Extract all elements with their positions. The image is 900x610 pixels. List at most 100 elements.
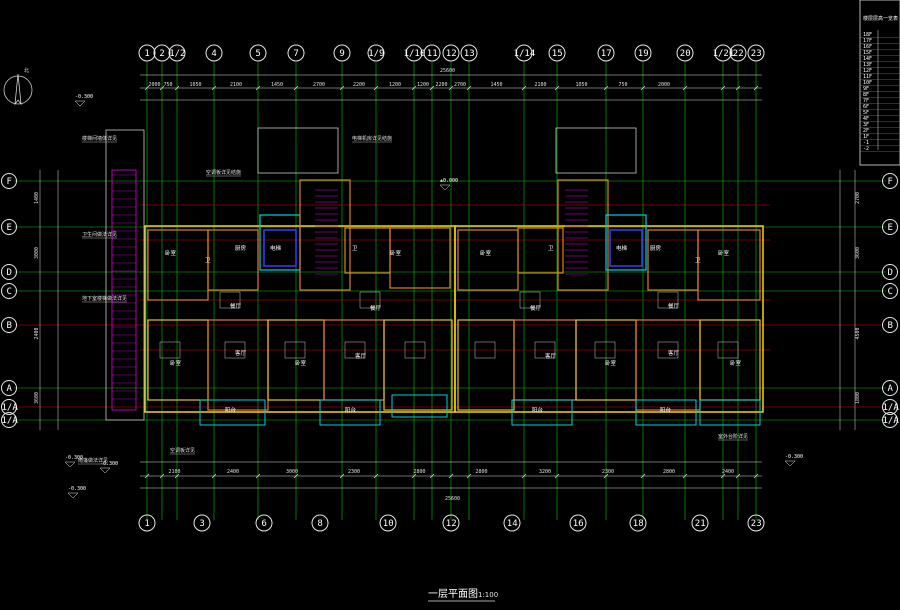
- annotation-note: 空调板详见: [170, 447, 195, 454]
- furniture-block: [159, 341, 181, 359]
- axis-bubble-circle: [423, 44, 441, 62]
- dimension-text-right: 1800: [855, 392, 861, 404]
- axis-bubble-top: 23: [747, 44, 765, 62]
- dimension-tick: [603, 473, 609, 479]
- axis-bubble-left: D: [1, 264, 17, 280]
- level-table-row: 3F: [863, 122, 869, 128]
- level-table-row: 9F: [863, 86, 869, 92]
- room-label: 餐厅: [530, 304, 542, 312]
- dimension-text-left: 3000: [34, 247, 40, 259]
- level-table-row: 7F: [863, 98, 869, 104]
- roof-outline: [257, 127, 339, 174]
- dimension-text-top: 2000: [658, 82, 670, 88]
- level-table-rows: 18F17F16F15F14F13F12F11F10F9F8F7F6F5F4F3…: [860, 32, 900, 152]
- axis-bubble-label: 21: [695, 519, 706, 529]
- axis-bubble-label: E: [7, 223, 12, 233]
- dimension-tick: [640, 473, 646, 479]
- axis-bubble-label: 1/A: [883, 416, 900, 426]
- axis-bubble-circle: [442, 514, 460, 532]
- elevator-shaft: [263, 229, 297, 267]
- level-table-row: 10F: [863, 80, 872, 86]
- axis-bubble-bottom: 10: [379, 514, 397, 532]
- axis-bubble-left: E: [1, 219, 17, 235]
- room-label: 电梯: [270, 244, 282, 252]
- room-label: 客厅: [355, 352, 367, 360]
- dimension-tick: [603, 85, 609, 91]
- axis-bubble-circle: [515, 44, 533, 62]
- elevator-shaft: [609, 229, 643, 267]
- room-label: 卧室: [390, 249, 402, 257]
- annotation-note: 楼梯间墙体详见: [82, 135, 117, 142]
- axis-bubble-label: 20: [680, 49, 691, 59]
- axis-bubble-top: 13: [460, 44, 478, 62]
- room-label: 卫: [548, 245, 554, 252]
- elevation-triangle: [784, 460, 796, 467]
- axis-bubble-label: 1/9: [368, 49, 384, 59]
- room-wall: [207, 229, 259, 291]
- axis-bubble-circle: [153, 44, 171, 62]
- annotation-note: 雨篷做法详见: [78, 457, 108, 464]
- stair-wall: [299, 179, 351, 291]
- dimension-tick: [429, 85, 435, 91]
- level-table-row: 16F: [863, 44, 872, 50]
- axis-bubble-label: F: [888, 177, 893, 187]
- axis-bubble-circle: [882, 380, 898, 396]
- balcony-wall: [511, 399, 573, 426]
- axis-bubble-label: 4: [211, 49, 216, 59]
- axis-bubble-right: 1/A: [882, 399, 900, 415]
- dimension-tick: [144, 473, 150, 479]
- room-label: 餐厅: [230, 302, 242, 310]
- axis-bubble-label: F: [7, 177, 12, 187]
- room-wall: [697, 229, 761, 301]
- axis-bubble-label: 1: [144, 49, 149, 59]
- axis-bubble-label: 1/A: [883, 403, 900, 413]
- axis-bubble-label: 16: [573, 519, 584, 529]
- axis-bubble-circle: [629, 514, 647, 532]
- axis-bubble-circle: [503, 514, 521, 532]
- axis-bubble-label: 12: [446, 519, 457, 529]
- axis-bubble-right: B: [882, 317, 898, 333]
- dimension-text-top: 2100: [535, 82, 547, 88]
- dimension-text-right: 3600: [855, 247, 861, 259]
- axis-bubble-circle: [287, 44, 305, 62]
- axis-bubble-label: 1/A: [2, 416, 19, 426]
- dimension-text-bottom: 3000: [286, 469, 298, 475]
- axis-bubble-label: 1/A: [2, 403, 19, 413]
- drawing-title-block: 一层平面图 1:100: [428, 588, 498, 602]
- axis-bubble-label: 12: [446, 49, 457, 59]
- axis-bubble-left: C: [1, 283, 17, 299]
- dimension-text-left: 3600: [34, 392, 40, 404]
- dimension-text-top: 2700: [454, 82, 466, 88]
- furniture-block: [474, 341, 496, 359]
- room-label: 厨房: [235, 244, 247, 252]
- drawing-title: 一层平面图: [428, 588, 478, 600]
- annotation-note: 空调板详见结施: [206, 169, 241, 176]
- balcony-wall: [699, 399, 761, 426]
- axis-bubble-right: D: [882, 264, 898, 280]
- room-label: 厨房: [650, 244, 662, 252]
- room-label: 电梯: [616, 244, 628, 252]
- furniture-block: [359, 291, 381, 309]
- furniture-block: [657, 291, 679, 309]
- level-table-row: 11F: [863, 74, 872, 80]
- axis-bubble-circle: [882, 173, 898, 189]
- room-label: 卫: [352, 245, 358, 252]
- axis-bubble-label: 10: [383, 519, 394, 529]
- axis-bubble-bottom: 1: [138, 514, 156, 532]
- room-wall: [207, 319, 269, 411]
- dimension-text-left: 1400: [34, 192, 40, 204]
- axis-bubble-circle: [138, 514, 156, 532]
- axis-bubble-circle: [729, 44, 747, 62]
- axis-lines: [14, 62, 886, 520]
- drawing-scale: 1:100: [478, 591, 498, 599]
- axis-bubble-bottom: 21: [691, 514, 709, 532]
- dimension-text-top: 2000: [149, 82, 161, 88]
- dimension-tick: [521, 473, 527, 479]
- dimension-text-top: 1200: [389, 82, 401, 88]
- axis-bubble-circle: [249, 44, 267, 62]
- annotation-note: 地下室楼梯做法详见: [82, 295, 127, 302]
- dimension-total-top: 25600: [440, 68, 455, 74]
- axis-bubble-top: 11: [423, 44, 441, 62]
- axis-bubble-label: 11: [427, 49, 438, 59]
